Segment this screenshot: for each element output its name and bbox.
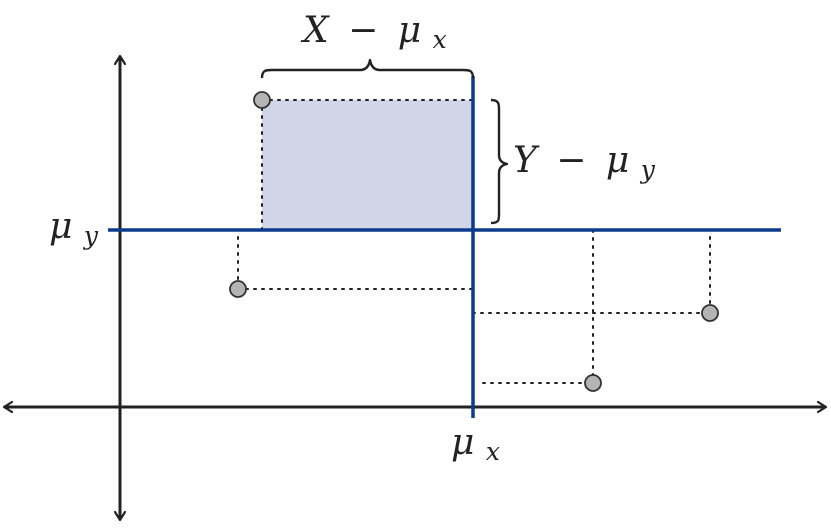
mu-x-label: μ x (451, 422, 500, 466)
deviation-product-rect (262, 100, 473, 230)
y-deviation-label: Y − μ y (513, 140, 656, 184)
x-deviation-label: X − μ x (300, 10, 447, 54)
data-point (229, 280, 247, 298)
data-points (229, 91, 719, 392)
dotted-guides (237, 99, 711, 384)
x-deviation-brace (260, 58, 475, 79)
y-deviation-brace (490, 98, 509, 225)
data-point (701, 304, 719, 322)
data-point (584, 374, 602, 392)
mu-y-label: μ y (49, 206, 99, 250)
data-point (253, 91, 271, 109)
